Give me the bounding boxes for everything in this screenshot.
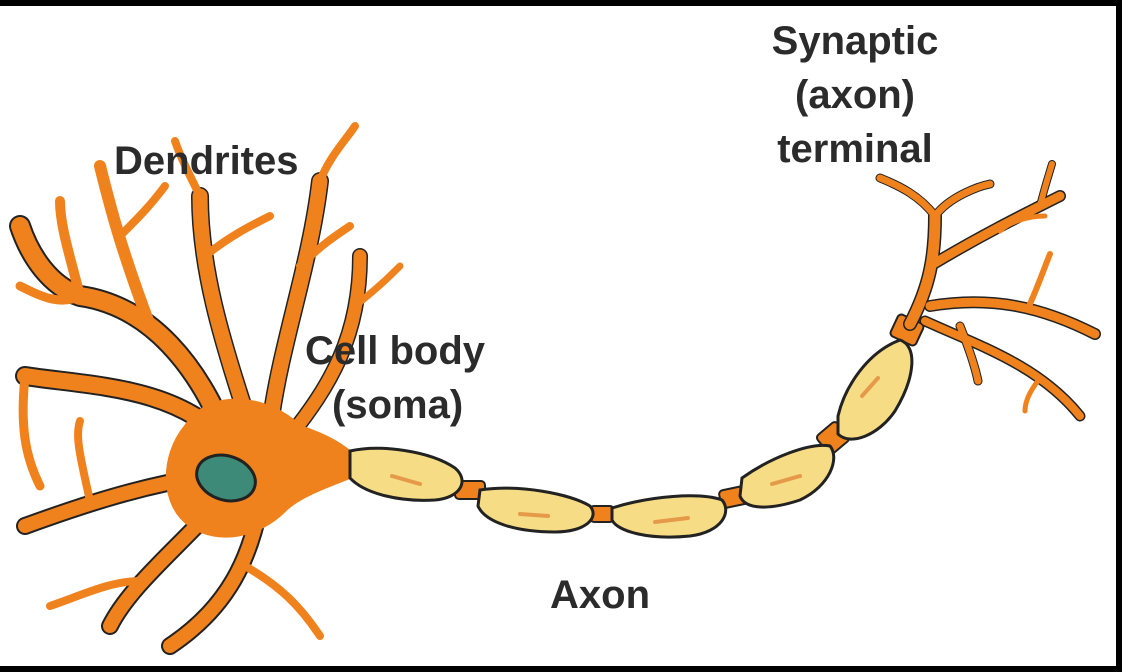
synaptic-terminal-outline	[875, 160, 1101, 422]
label-synaptic-line2: (axon)	[795, 73, 915, 117]
label-synaptic-line3: terminal	[777, 127, 933, 171]
myelin-segment	[610, 494, 728, 539]
cell-body	[165, 398, 356, 538]
dendrites	[11, 122, 404, 653]
myelin-segment	[836, 338, 914, 441]
myelin-segment	[348, 446, 464, 502]
myelin-sheath	[348, 338, 914, 539]
myelin-nuclei	[390, 376, 880, 524]
label-cell-body-line2: (soma)	[332, 383, 463, 427]
synaptic-terminal	[876, 161, 1100, 420]
diagram-canvas: .neur { fill: none; stroke: #F0821E; str…	[0, 6, 1116, 666]
myelin-segment	[738, 443, 836, 509]
nucleus	[195, 453, 257, 503]
neuron-diagram: .neur { fill: none; stroke: #F0821E; str…	[9, 19, 1101, 655]
labels: Dendrites Synaptic (axon) terminal Cell …	[114, 19, 938, 617]
myelin-segment	[476, 486, 595, 534]
label-cell-body-line1: Cell body	[305, 329, 486, 373]
label-synaptic-line1: Synaptic	[772, 19, 939, 63]
label-dendrites: Dendrites	[114, 139, 299, 183]
label-axon: Axon	[550, 573, 650, 617]
